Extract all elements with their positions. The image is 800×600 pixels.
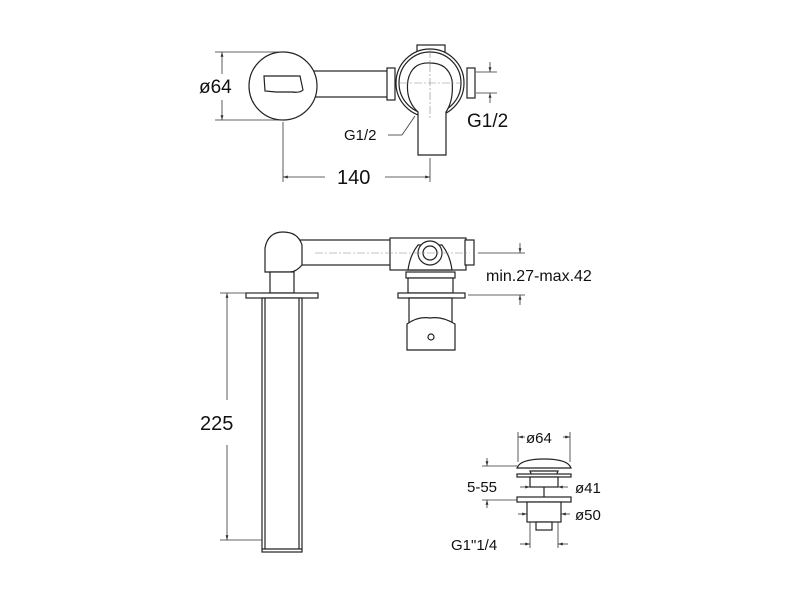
cap-diameter-label: ø64 xyxy=(526,430,552,447)
spout-outlet xyxy=(263,75,304,93)
top-view: ø64 G1/2 G1/2 140 xyxy=(199,44,508,189)
drain-body xyxy=(526,501,562,523)
spout-tube xyxy=(261,297,303,553)
range-label: 5-55 xyxy=(467,479,497,496)
distance-label: 140 xyxy=(337,167,370,189)
drain-flange xyxy=(516,496,572,503)
spout-flange xyxy=(245,292,319,299)
pipe xyxy=(311,70,391,98)
coupling xyxy=(386,67,396,101)
drain-stem xyxy=(529,476,559,488)
inlet-nut xyxy=(464,239,475,266)
inlet-port xyxy=(466,67,476,99)
ring xyxy=(405,271,456,279)
front-view: min.27-max.42 225 xyxy=(200,231,592,553)
body-diameter-label: ø50 xyxy=(575,507,601,524)
valve-flange xyxy=(397,292,466,299)
elbow xyxy=(264,231,303,273)
drain-cap xyxy=(516,458,572,469)
spout-neck xyxy=(269,271,295,294)
drain-detail: ø64 5-55 ø41 ø50 G1"1/4 xyxy=(451,430,601,554)
connecting-pipe xyxy=(296,239,393,266)
outlet-thread-label: G1/2 xyxy=(344,127,377,144)
inlet-thread-label: G1/2 xyxy=(467,111,508,132)
thread-label: G1"1/4 xyxy=(451,537,497,554)
rosette-diameter-label: ø64 xyxy=(199,77,232,98)
wall-depth-label: min.27-max.42 xyxy=(486,268,592,285)
stem-diameter-label: ø41 xyxy=(575,480,601,497)
spout-length-label: 225 xyxy=(200,413,233,435)
